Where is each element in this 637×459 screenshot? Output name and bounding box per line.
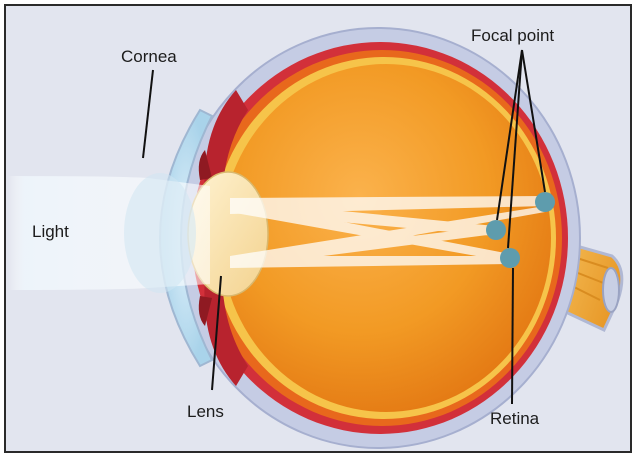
cornea-highlight <box>124 173 196 293</box>
focal-dot-in-front <box>500 248 520 268</box>
optic-nerve-end <box>603 268 619 312</box>
focal-dot-on-retina <box>486 220 506 240</box>
label-focal-point: Focal point <box>471 26 554 45</box>
retina-leader <box>512 268 513 404</box>
label-retina: Retina <box>490 409 540 428</box>
label-light: Light <box>32 222 69 241</box>
label-cornea: Cornea <box>121 47 177 66</box>
focal-dot-behind-retina <box>535 192 555 212</box>
label-lens: Lens <box>187 402 224 421</box>
